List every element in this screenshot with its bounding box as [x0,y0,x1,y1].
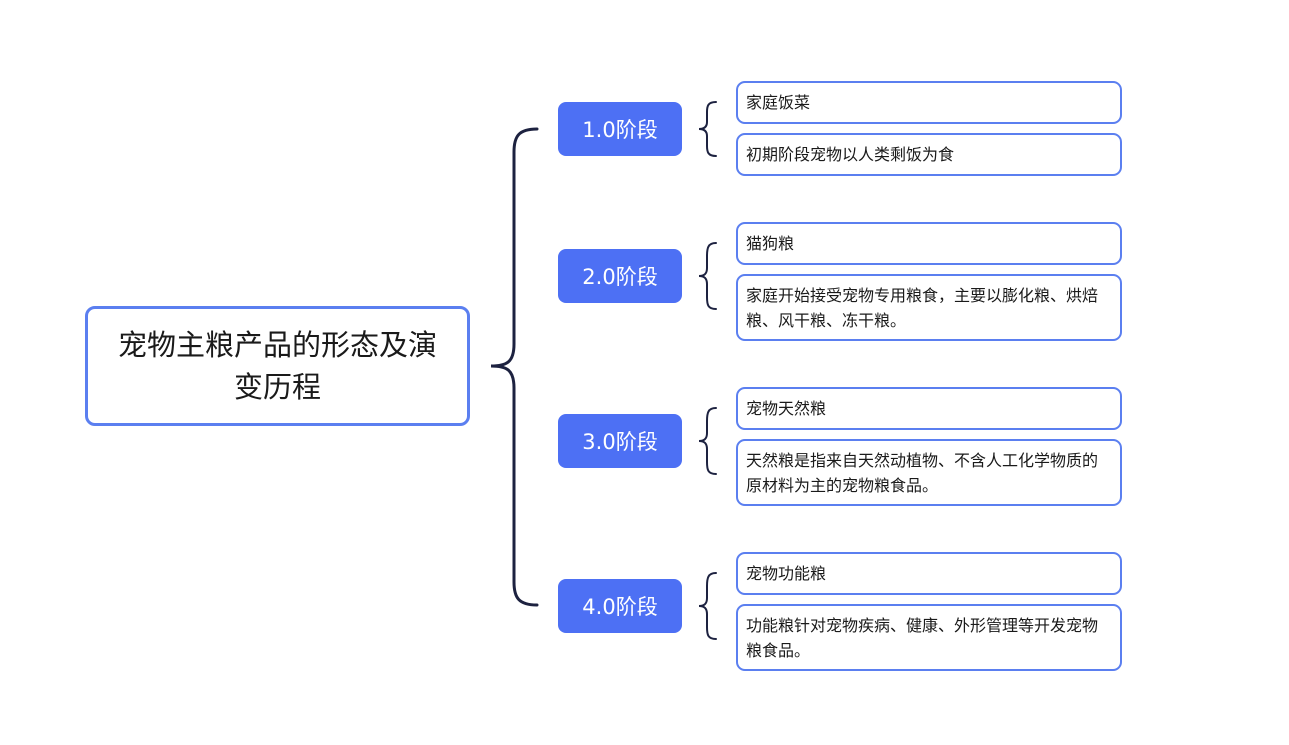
leaf-text: 家庭开始接受宠物专用粮食，主要以膨化粮、烘焙粮、风干粮、冻干粮。 [746,285,1099,330]
leaf-stage-2-description[interactable]: 家庭开始接受宠物专用粮食，主要以膨化粮、烘焙粮、风干粮、冻干粮。 [736,274,1122,341]
root-topic-node[interactable]: 宠物主粮产品的形态及演变历程 [85,306,470,426]
stage-4-brace [698,572,717,640]
leaf-stage-3-description[interactable]: 天然粮是指来自天然动植物、不含人工化学物质的原材料为主的宠物粮食品。 [736,439,1122,506]
leaf-text: 家庭饭菜 [746,93,811,112]
leaf-text: 猫狗粮 [746,234,795,253]
leaf-stage-2-name[interactable]: 猫狗粮 [736,222,1122,265]
leaf-stage-1-description[interactable]: 初期阶段宠物以人类剩饭为食 [736,133,1122,176]
stage-label: 3.0阶段 [582,430,658,454]
leaf-stage-1-name[interactable]: 家庭饭菜 [736,81,1122,124]
stage-label: 4.0阶段 [582,595,658,619]
stage-node-3[interactable]: 3.0阶段 [558,414,682,468]
stage-label: 2.0阶段 [582,265,658,289]
stage-3-brace [698,407,717,475]
stage-label: 1.0阶段 [582,118,658,142]
leaf-stage-4-name[interactable]: 宠物功能粮 [736,552,1122,595]
leaf-text: 天然粮是指来自天然动植物、不含人工化学物质的原材料为主的宠物粮食品。 [746,450,1099,495]
leaf-text: 功能粮针对宠物疾病、健康、外形管理等开发宠物粮食品。 [746,615,1099,660]
stage-2-brace [698,242,717,310]
leaf-stage-4-description[interactable]: 功能粮针对宠物疾病、健康、外形管理等开发宠物粮食品。 [736,604,1122,671]
stage-node-1[interactable]: 1.0阶段 [558,102,682,156]
leaf-text: 宠物天然粮 [746,399,827,418]
leaf-stage-3-name[interactable]: 宠物天然粮 [736,387,1122,430]
stage-node-4[interactable]: 4.0阶段 [558,579,682,633]
main-brace [490,127,539,607]
leaf-text: 初期阶段宠物以人类剩饭为食 [746,145,955,164]
root-topic-title: 宠物主粮产品的形态及演变历程 [117,328,437,404]
leaf-text: 宠物功能粮 [746,564,827,583]
stage-1-brace [698,101,717,157]
stage-node-2[interactable]: 2.0阶段 [558,249,682,303]
